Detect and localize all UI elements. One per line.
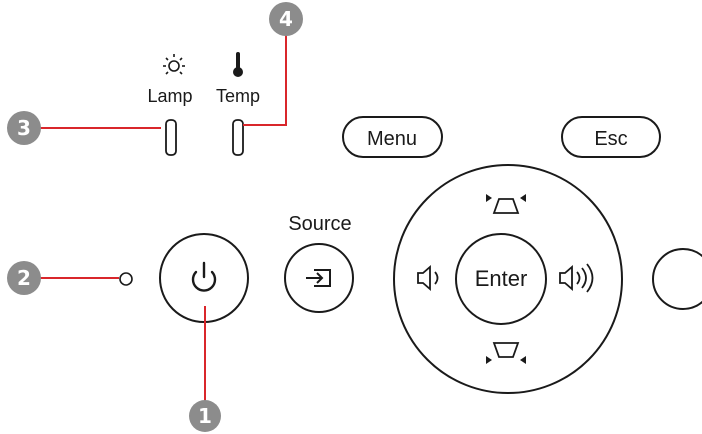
keystone-down-button[interactable] xyxy=(470,332,546,372)
speaker-low-icon xyxy=(417,265,439,291)
source-button[interactable] xyxy=(284,243,354,313)
lamp-indicator-group: Lamp xyxy=(147,54,193,156)
power-icon xyxy=(191,261,217,292)
keystone-up-button[interactable] xyxy=(470,185,546,225)
volume-down-button[interactable] xyxy=(404,258,450,300)
temp-label: Temp xyxy=(216,86,260,106)
source-button-group: Source xyxy=(284,213,354,313)
keystone-down-icon xyxy=(486,342,526,364)
status-indicator-light xyxy=(119,272,133,286)
menu-button-label: Menu xyxy=(367,128,417,150)
enter-button-label: Enter xyxy=(475,266,528,291)
keystone-up-icon xyxy=(486,194,526,214)
menu-button[interactable]: Menu xyxy=(342,116,443,158)
thermometer-icon xyxy=(233,52,243,77)
callout-number-2: 2 xyxy=(17,266,31,290)
esc-button-label: Esc xyxy=(594,128,627,150)
callout-lines xyxy=(40,34,287,408)
esc-button[interactable]: Esc xyxy=(561,116,661,158)
callout-number-3: 3 xyxy=(17,116,31,140)
enter-button[interactable]: Enter xyxy=(455,233,547,325)
callout-number-4: 4 xyxy=(279,7,293,31)
callout-badge-4: 4 xyxy=(269,2,303,36)
direction-pad: Enter xyxy=(393,164,623,394)
input-arrow-icon xyxy=(306,269,331,287)
lamp-label: Lamp xyxy=(147,86,192,106)
callout-badge-3: 3 xyxy=(7,111,41,145)
speaker-high-icon xyxy=(559,263,594,293)
volume-up-button[interactable] xyxy=(552,258,612,300)
callout-number-1: 1 xyxy=(198,404,212,428)
lamp-indicator-light xyxy=(165,119,177,156)
source-label: Source xyxy=(288,213,351,235)
callout-badge-2: 2 xyxy=(7,261,41,295)
callout-line-4 xyxy=(243,34,287,126)
callout-badge-1: 1 xyxy=(189,400,221,432)
temp-indicator-light xyxy=(232,119,244,156)
extra-round-button[interactable] xyxy=(652,248,702,310)
temp-indicator-group: Temp xyxy=(216,52,260,156)
sun-icon xyxy=(163,54,185,75)
